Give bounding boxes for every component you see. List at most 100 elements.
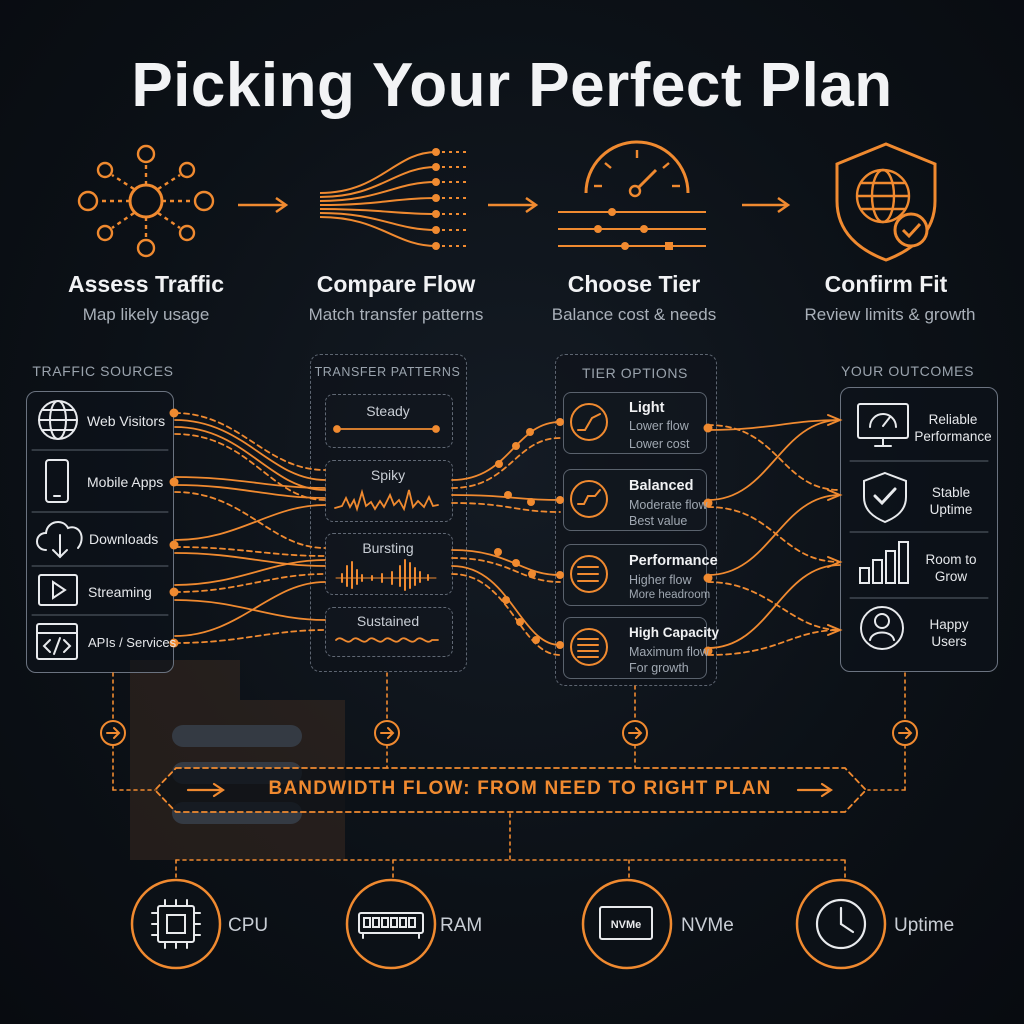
tier-line1-light: Lower flow xyxy=(629,419,689,433)
source-label-mobile-apps: Mobile Apps xyxy=(87,474,164,490)
step-title-compare: Compare Flow xyxy=(316,271,476,297)
tier-name-light: Light xyxy=(629,400,665,416)
outcome-line1: Room to xyxy=(925,552,977,567)
pattern-label-sustained: Sustained xyxy=(356,613,420,629)
bar-chart-icon xyxy=(859,541,909,584)
arrow-circle-icons xyxy=(100,720,918,746)
pattern-box-steady xyxy=(325,394,453,448)
pattern-label-bursting: Bursting xyxy=(362,540,414,556)
outcome-line2: Performance xyxy=(914,429,992,444)
source-dividers xyxy=(31,449,169,616)
resource-connectors xyxy=(175,813,846,881)
tier-line2-high-capacity: For growth xyxy=(629,661,689,675)
tiers-heading: TIER OPTIONS xyxy=(582,365,688,381)
sustained-wave-icon xyxy=(335,637,439,643)
ram-module-icon xyxy=(345,878,437,970)
step-subtitle-compare: Match transfer patterns xyxy=(308,305,484,324)
shield-globe-icon xyxy=(835,142,937,262)
network-hub-icon xyxy=(77,144,215,258)
outcome-label-reliable: Reliable Performance xyxy=(907,411,999,445)
source-label-web-visitors: Web Visitors xyxy=(87,413,166,429)
cloud-download-icon xyxy=(36,521,83,559)
play-icon xyxy=(38,574,78,606)
balanced-tier-icon xyxy=(570,480,608,518)
source-icons xyxy=(36,400,83,660)
step-arrows xyxy=(238,196,791,214)
light-tier-icon xyxy=(570,403,608,441)
pattern-flow-dots xyxy=(494,418,564,649)
source-label-streaming: Streaming xyxy=(88,584,152,600)
source-flow-dots xyxy=(169,408,179,648)
shield-check-icon xyxy=(863,471,907,524)
step-title-confirm: Confirm Fit xyxy=(824,271,948,297)
outcome-line1: Happy xyxy=(929,617,969,632)
step-subtitle-confirm: Review limits & growth xyxy=(804,305,976,324)
tier-line2-light: Lower cost xyxy=(629,437,690,451)
pattern-box-spiky xyxy=(325,460,453,522)
step-subtitle-choose: Balance cost & needs xyxy=(551,305,717,324)
tier-flow-lines xyxy=(707,419,841,656)
tier-line1-high-capacity: Maximum flow xyxy=(629,645,709,659)
patterns-heading: TRANSFER PATTERNS xyxy=(314,365,461,379)
sources-heading: TRAFFIC SOURCES xyxy=(32,363,174,379)
nvme-icon-label: NVMe xyxy=(611,919,642,931)
high-capacity-tier-icon xyxy=(570,628,608,666)
source-flow-lines xyxy=(174,412,326,644)
resource-icons: NVMe xyxy=(130,878,887,970)
tier-line2-balanced: Best value xyxy=(629,514,688,528)
outcomes-panel xyxy=(840,387,998,672)
user-icon xyxy=(860,606,904,650)
code-window-icon xyxy=(36,623,78,660)
source-label-downloads: Downloads xyxy=(89,531,159,547)
outcome-arrowheads xyxy=(827,414,843,636)
tier-line1-balanced: Moderate flow xyxy=(629,498,708,512)
banner-frame xyxy=(153,767,868,813)
tier-icons xyxy=(570,403,608,666)
step-title-assess: Assess Traffic xyxy=(68,271,224,297)
gauge-icon xyxy=(558,140,706,250)
tier-box-balanced xyxy=(563,469,707,531)
flow-lines-icon xyxy=(319,148,466,250)
outcome-dividers xyxy=(849,460,989,599)
clock-icon xyxy=(795,878,887,970)
globe-icon xyxy=(38,400,78,440)
outcome-icons xyxy=(857,403,909,650)
tier-name-performance: Performance xyxy=(629,553,718,569)
source-label-apis: APIs / Services xyxy=(88,635,177,650)
step-subtitle-assess: Map likely usage xyxy=(82,305,210,324)
bursting-wave-icon xyxy=(335,559,437,591)
outcome-line2: Grow xyxy=(934,569,968,584)
steady-wave-icon xyxy=(333,425,440,433)
nvme-drive-icon: NVMe xyxy=(581,878,673,970)
pattern-label-spiky: Spiky xyxy=(370,467,406,483)
resource-label-cpu: CPU xyxy=(228,915,269,936)
pattern-flow-lines xyxy=(451,421,561,656)
tier-name-balanced: Balanced xyxy=(629,478,694,494)
outcome-label-happy: Happy Users xyxy=(903,616,995,650)
tier-box-high-capacity xyxy=(563,617,707,679)
step-title-choose: Choose Tier xyxy=(567,271,701,297)
outcome-label-stable: Stable Uptime xyxy=(905,484,997,518)
page-title: Picking Your Perfect Plan xyxy=(131,51,893,120)
outcome-line1: Stable xyxy=(931,485,971,500)
outcome-line2: Users xyxy=(931,634,967,649)
tier-line1-performance: Higher flow xyxy=(629,573,692,587)
resource-label-nvme: NVMe xyxy=(681,915,734,936)
outcome-line2: Uptime xyxy=(929,502,973,517)
cpu-chip-icon xyxy=(130,878,222,970)
banner-connectors xyxy=(112,672,906,791)
phone-icon xyxy=(45,459,69,503)
outcome-label-room: Room to Grow xyxy=(905,551,997,585)
banner-text: BANDWIDTH FLOW: FROM NEED TO RIGHT PLAN xyxy=(268,778,772,799)
outcomes-heading: YOUR OUTCOMES xyxy=(840,363,975,379)
performance-tier-icon xyxy=(570,555,608,593)
tier-flow-dots xyxy=(703,423,713,656)
pattern-waveforms xyxy=(333,425,440,643)
pattern-label-steady: Steady xyxy=(366,403,410,419)
monitor-gauge-icon xyxy=(857,403,909,447)
tier-name-high-capacity: High Capacity xyxy=(629,625,720,640)
resource-label-uptime: Uptime xyxy=(894,915,955,936)
